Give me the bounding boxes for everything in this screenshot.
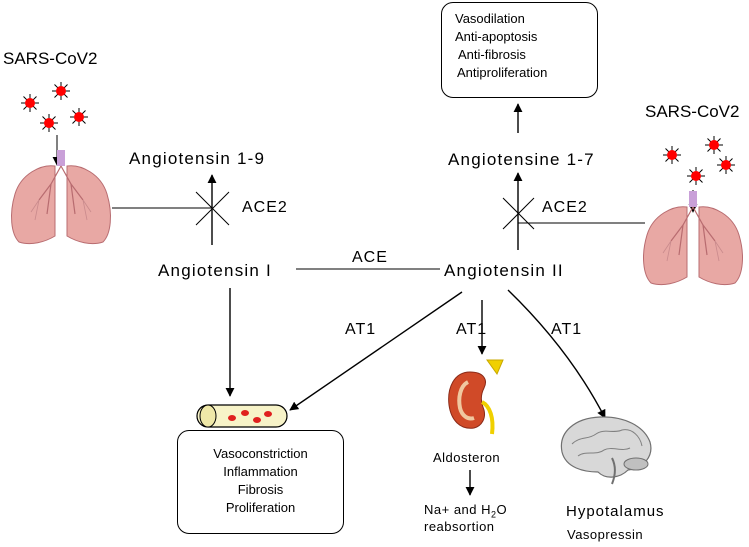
effect-item: Vasodilation [455, 11, 525, 26]
effects-box-harmful: Vasoconstriction Inflammation Fibrosis P… [177, 430, 344, 534]
label-vasopressin: Vasopressin [567, 527, 644, 542]
enzyme-label-ace2-left: ACE2 [242, 199, 288, 216]
arrow-at1-to-brain [507, 289, 606, 419]
blood-vessel-image [196, 404, 288, 428]
effect-item: Antiproliferation [457, 65, 548, 80]
lungs-left-image [10, 149, 112, 245]
lungs-right-image [642, 190, 744, 286]
enzyme-label-ace: ACE [352, 249, 388, 266]
node-angiotensin-1: Angiotensin I [158, 261, 272, 280]
virus-particle [39, 113, 59, 133]
effect-item: Fibrosis [237, 482, 284, 497]
virus-particle [69, 107, 89, 127]
label-na-h2o: Na+ and H2O [424, 502, 508, 520]
virus-particle [716, 155, 736, 175]
effect-item: Vasoconstriction [213, 446, 308, 461]
enzyme-label-at1-center: AT1 [456, 321, 488, 338]
virus-particle [20, 93, 40, 113]
enzyme-label-at1-left: AT1 [345, 321, 377, 338]
node-angiotensin-2: Angiotensin II [444, 261, 564, 280]
virus-particle [662, 145, 682, 165]
effect-item: Anti-fibrosis [458, 47, 526, 62]
label-reabsortion: reabsortion [424, 519, 495, 534]
virus-label-left: SARS-CoV2 [3, 49, 98, 68]
virus-particle [51, 81, 71, 101]
kidney-image [448, 359, 504, 435]
arrow-at1-to-vessel [289, 291, 463, 411]
node-angiotensine-1-7: Angiotensine 1-7 [448, 150, 595, 169]
node-angiotensin-1-9: Angiotensin 1-9 [129, 149, 266, 168]
brain-image [560, 416, 652, 485]
effect-item: Anti-apoptosis [455, 29, 538, 44]
ace2-inhibition-x-left [195, 191, 230, 226]
virus-label-right: SARS-CoV2 [645, 102, 740, 121]
effect-item: Inflammation [223, 464, 298, 479]
effect-item: Proliferation [225, 500, 296, 515]
label-hypotalamus: Hypotalamus [566, 503, 665, 520]
virus-particle [686, 166, 706, 186]
enzyme-label-ace2-right: ACE2 [542, 199, 588, 216]
enzyme-label-at1-right: AT1 [551, 321, 583, 338]
virus-particle [704, 135, 724, 155]
effects-box-protective: Vasodilation Anti-apoptosis Anti-fibrosi… [441, 2, 598, 98]
label-aldosteron: Aldosteron [433, 450, 501, 465]
ace2-inhibition-x-right [502, 197, 535, 230]
